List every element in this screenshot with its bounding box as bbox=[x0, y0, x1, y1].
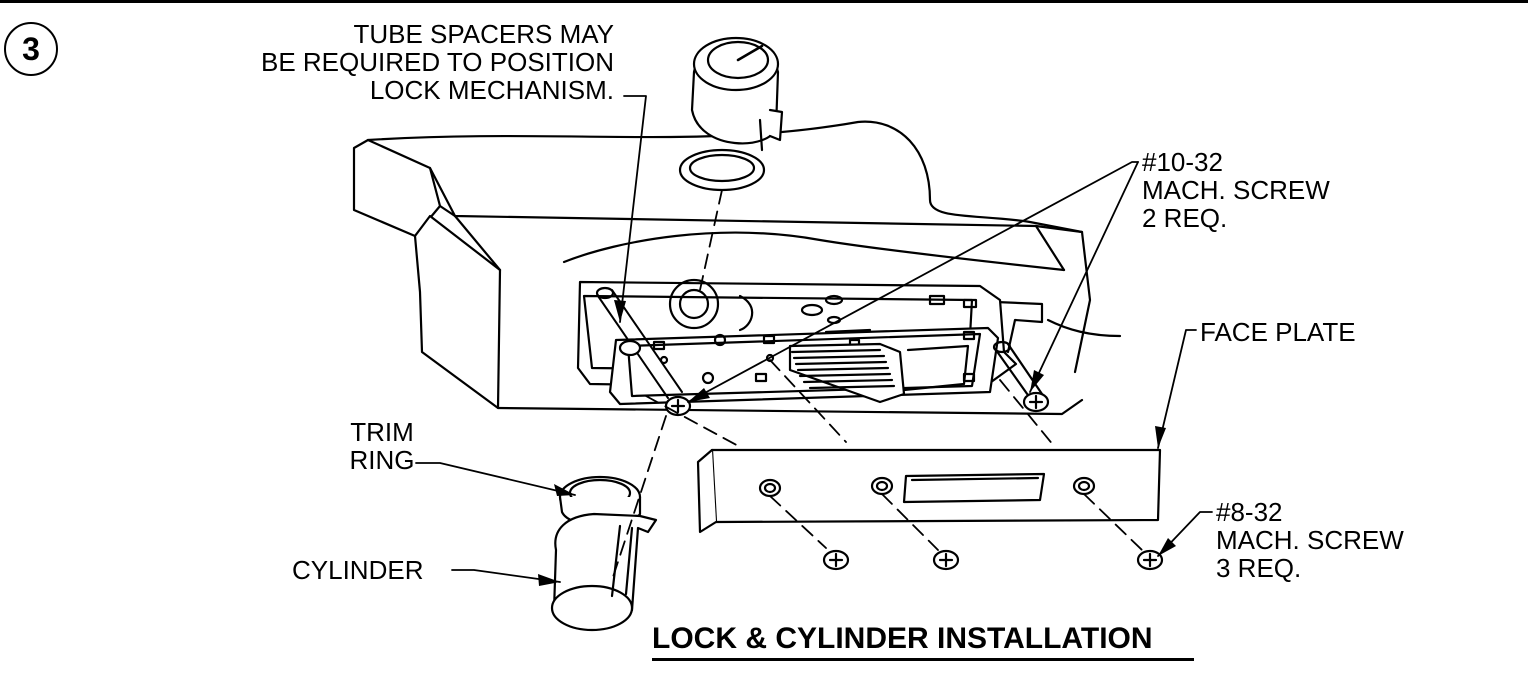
alignment-lines bbox=[611, 189, 1143, 581]
cylinder-label: CYLINDER bbox=[292, 555, 424, 585]
tube-spacers-label: TUBE SPACERS MAY BE REQUIRED TO POSITION… bbox=[261, 19, 614, 105]
trim-ring-label: TRIM RING bbox=[349, 417, 415, 475]
upper-cylinder bbox=[678, 36, 784, 192]
title-underline bbox=[652, 658, 1194, 661]
face-plate bbox=[696, 448, 1162, 534]
lock-front bbox=[608, 326, 1000, 406]
drawing-title: LOCK & CYLINDER INSTALLATION bbox=[652, 622, 1153, 655]
door-stile bbox=[352, 120, 1122, 416]
face-plate-label: FACE PLATE bbox=[1200, 317, 1356, 347]
mach-screw-10-32-label: #10-32 MACH. SCREW 2 REQ. bbox=[1142, 147, 1330, 233]
lower-assembly bbox=[550, 475, 658, 632]
screw-10-32 bbox=[664, 391, 1050, 417]
latch-bolt bbox=[788, 342, 906, 404]
leader-lines bbox=[415, 95, 1213, 583]
step-number: 3 bbox=[22, 30, 40, 67]
screw-8-32 bbox=[822, 549, 1164, 571]
step-number-badge: 3 bbox=[4, 22, 58, 76]
top-border-line bbox=[0, 0, 1528, 3]
arrowheads bbox=[538, 300, 1176, 586]
mach-screw-8-32-label: #8-32 MACH. SCREW 3 REQ. bbox=[1216, 497, 1404, 583]
